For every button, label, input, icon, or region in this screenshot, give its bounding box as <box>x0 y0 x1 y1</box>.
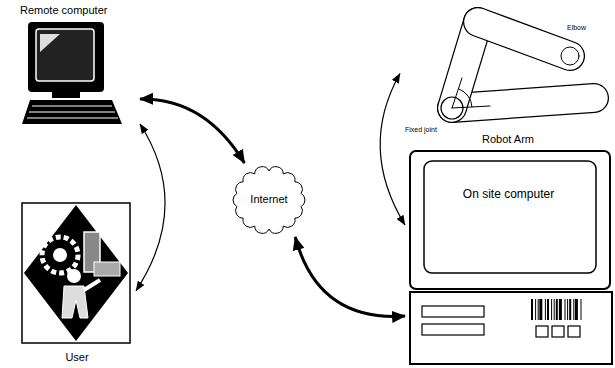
node-label: Remote computer <box>20 4 107 17</box>
remote-computer-icon <box>22 22 122 124</box>
part-label: Elbow <box>566 24 587 32</box>
robot-arm-node: Robot Arm <box>400 0 612 147</box>
link-arrow <box>380 74 405 225</box>
robot-arm-drawing <box>441 22 594 119</box>
user-icon <box>22 203 130 343</box>
internet-cloud-node: Internet <box>228 163 310 237</box>
node-label: Internet <box>250 193 287 206</box>
node-label: Robot Arm <box>482 133 534 146</box>
remote-computer-node: Remote computer <box>16 4 140 129</box>
part-label: Fixed joint <box>404 126 438 134</box>
on-site-computer-icon <box>410 151 612 364</box>
link-arrow <box>295 237 405 316</box>
user-node: User <box>18 200 136 365</box>
on-site-computer-node: On site computer <box>405 149 612 366</box>
link-arrow <box>136 124 165 291</box>
node-label: User <box>65 351 88 364</box>
node-label: On site computer <box>463 187 554 201</box>
